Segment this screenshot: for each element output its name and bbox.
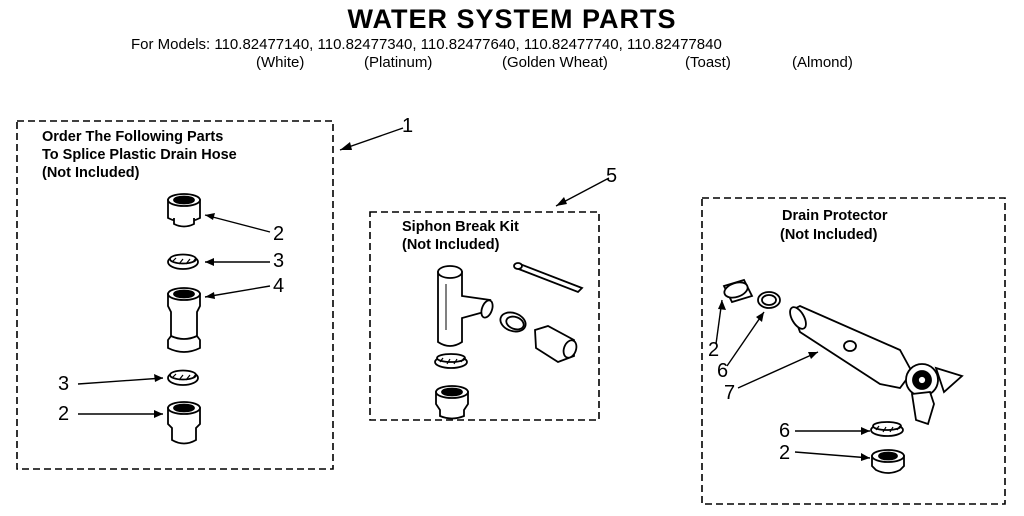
- callout-splice-mid-4: 4: [273, 275, 285, 297]
- callout-1: 1: [402, 115, 414, 137]
- color-white: (White): [256, 54, 305, 71]
- siphon-label-line2: (Not Included): [402, 237, 500, 253]
- adapter-top: [167, 193, 201, 228]
- callout-drain-6-bottom: 6: [779, 420, 791, 442]
- nut-bottom: [167, 369, 199, 386]
- color-almond: (Almond): [792, 54, 853, 71]
- coupling: [167, 287, 201, 353]
- drain-label-line2: (Not Included): [780, 227, 878, 243]
- page-title: WATER SYSTEM PARTS: [347, 4, 677, 34]
- callout-splice-bot-3: 3: [58, 373, 70, 395]
- siphon-label-line1: Siphon Break Kit: [402, 219, 519, 235]
- callout-splice-top-2: 2: [273, 223, 285, 245]
- splice-group-box: [16, 120, 334, 470]
- splice-parts: [167, 193, 201, 445]
- drain-label-line1: Drain Protector: [782, 208, 888, 224]
- splice-label-line2: To Splice Plastic Drain Hose: [42, 147, 237, 163]
- siphon-parts: [434, 262, 584, 420]
- color-platinum: (Platinum): [364, 54, 433, 71]
- splice-label-line3: (Not Included): [42, 165, 140, 181]
- drain-group-box: [701, 197, 1006, 505]
- callout-drain-2-left: 2: [708, 339, 720, 361]
- callout-drain-6-left: 6: [717, 360, 729, 382]
- callout-drain-2-bottom: 2: [779, 442, 791, 464]
- adapter-bottom: [167, 401, 201, 445]
- nut-top: [167, 253, 199, 270]
- color-golden-wheat: (Golden Wheat): [502, 54, 608, 71]
- callout-5: 5: [606, 165, 618, 187]
- callout-splice-top-3: 3: [273, 250, 285, 272]
- callout-splice-bot-2: 2: [58, 403, 70, 425]
- splice-label-line1: Order The Following Parts: [42, 129, 224, 145]
- color-toast: (Toast): [685, 54, 731, 71]
- siphon-group-box: [369, 211, 600, 421]
- callout-drain-7: 7: [724, 382, 736, 404]
- drain-parts: [722, 278, 964, 474]
- models-line: For Models: 110.82477140, 110.82477340, …: [131, 36, 722, 53]
